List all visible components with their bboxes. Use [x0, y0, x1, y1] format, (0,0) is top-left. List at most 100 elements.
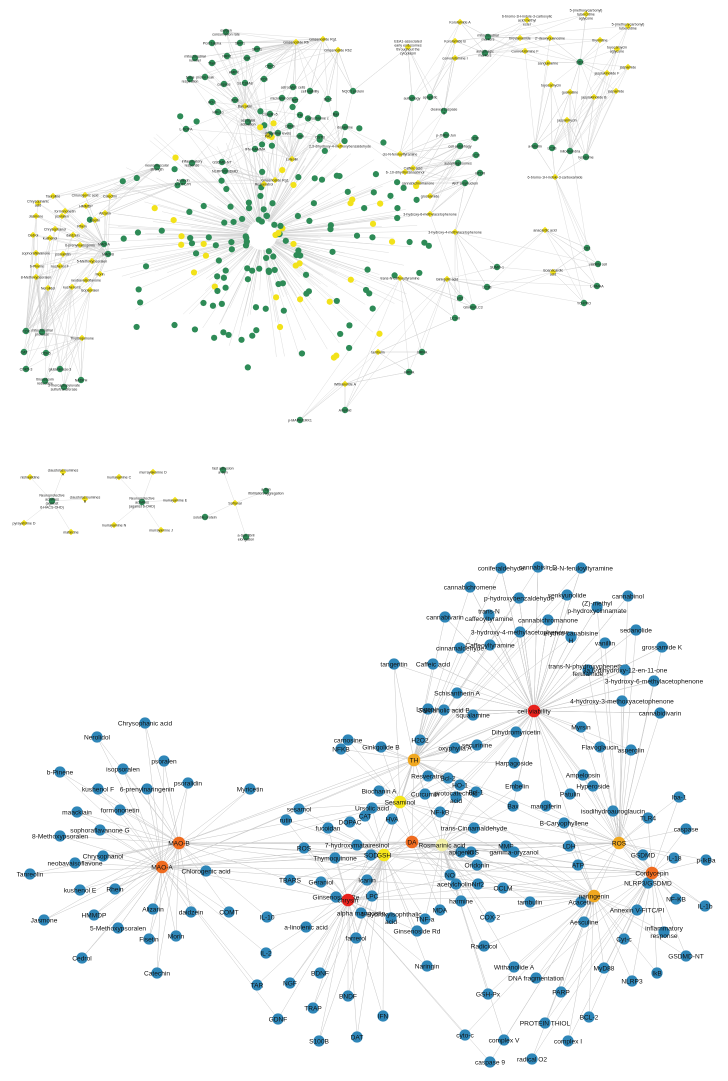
node-trans-cinnamaldehyde: trans-Cinnamaldehyde	[441, 822, 508, 833]
svg-text:NLRP3/GSDMD: NLRP3/GSDMD	[624, 880, 672, 887]
compound-node-ginkgolic-acid: Ginkgolic acid	[436, 276, 458, 283]
target-node	[134, 324, 140, 330]
svg-text:Flavoglaucin: Flavoglaucin	[581, 744, 618, 751]
node-tangeritin: tangeritin	[380, 658, 407, 669]
target-node	[256, 217, 262, 223]
svg-text:DOPAC: DOPAC	[339, 819, 362, 826]
compound-node	[203, 253, 209, 259]
svg-text:HO-1: HO-1	[208, 100, 217, 104]
target-node	[246, 200, 252, 206]
svg-text:CDK5: CDK5	[41, 351, 51, 355]
svg-text:caspase: caspase	[674, 826, 699, 833]
target-node	[261, 206, 267, 212]
target-node	[187, 235, 193, 241]
node-cis-n-feruloyltyramine: cis-N-feruloyltyramine	[549, 562, 613, 573]
svg-text:isodihydroauroglaucin: isodihydroauroglaucin	[581, 808, 645, 815]
svg-text:NRF1: NRF1	[222, 54, 231, 58]
target-node-mrna: mRNA	[404, 369, 415, 375]
svg-text:Hyperoside: Hyperoside	[576, 783, 610, 790]
svg-text:Naringin: Naringin	[415, 963, 440, 970]
compound-node-2-deoxyguanosine: 2'-deoxyguanosine	[535, 35, 565, 42]
target-node	[401, 185, 407, 191]
node-biochanin-a: Biochanin A	[362, 785, 397, 796]
svg-text:Radicicol: Radicicol	[471, 943, 498, 950]
compound-node-5-methoxycarbonyl-tubercidine: 5-(methoxycarbonyl)tubercidine	[612, 22, 645, 30]
svg-text:MAO-B: MAO-B	[102, 252, 114, 256]
target-node	[266, 269, 272, 275]
svg-text:cannabichromene: cannabichromene	[444, 584, 497, 591]
svg-text:cannabichromanone: cannabichromanone	[402, 181, 435, 185]
node-carnosine: carnosine	[334, 734, 363, 745]
svg-text:sesamol: sesamol	[287, 806, 312, 813]
target-node	[192, 326, 198, 332]
svg-text:soluble protein: soluble protein	[193, 515, 216, 519]
compound-node-murrayamine-e: murrayamine E	[163, 497, 188, 504]
svg-text:HVA: HVA	[385, 816, 399, 823]
target-node	[337, 331, 343, 337]
svg-text:viability cell: viability cell	[589, 262, 607, 266]
svg-text:COMT: COMT	[219, 909, 238, 916]
node-il-10: IL-10	[259, 911, 274, 922]
svg-text:Nrf2: Nrf2	[292, 98, 299, 102]
compound-node	[389, 239, 395, 245]
svg-text:LC3-II: LC3-II	[450, 316, 460, 320]
node-withanolide-a: Withanolide A	[494, 961, 535, 972]
svg-text:Curcumin: Curcumin	[411, 791, 440, 798]
node-psoralen: psoralen	[151, 755, 177, 766]
svg-text:8-Methoxypsoralen: 8-Methoxypsoralen	[21, 275, 52, 279]
svg-text:neobavaisoflavone: neobavaisoflavone	[48, 860, 103, 867]
compound-node-luteolin: Luteolin	[286, 156, 299, 163]
node-naringin: Naringin	[415, 960, 440, 971]
svg-text:cannabinol: cannabinol	[612, 593, 644, 600]
node-gsh-px: GSH-Px	[476, 988, 501, 999]
node-nrf2: Nrf2	[472, 878, 485, 889]
svg-text:BDNF: BDNF	[311, 970, 329, 977]
svg-text:3: 3	[443, 111, 445, 115]
svg-text:kushenol F: kushenol F	[82, 786, 114, 793]
target-node	[228, 239, 234, 245]
svg-text:psoralen: psoralen	[151, 758, 177, 765]
node-b-caryophyllene: B-Caryophyllene	[540, 817, 589, 828]
node-myd88: MyD88	[594, 962, 615, 973]
svg-text:kushenol: kushenol	[43, 236, 58, 240]
compound-node	[172, 155, 178, 161]
svg-text:rutin: rutin	[280, 817, 293, 824]
target-node	[295, 174, 301, 180]
svg-text:Isopsoralen: Isopsoralen	[81, 288, 100, 292]
svg-text:daidzein: daidzein	[179, 909, 204, 916]
svg-text:Bcl-2: Bcl-2	[440, 775, 455, 782]
node-senkyunolide: senkyunolide	[548, 589, 587, 600]
target-node-ros: ROS	[260, 76, 268, 82]
node-kushenol-f: kushenol F	[82, 783, 114, 794]
target-node-a-tubulin: a-tubulin	[528, 143, 542, 149]
svg-text:erythro-canabisine: erythro-canabisine	[544, 631, 599, 638]
node-morin: Morin	[168, 930, 185, 941]
svg-text:IL-18: IL-18	[666, 855, 681, 862]
svg-text:murrayamine E: murrayamine E	[163, 498, 188, 502]
svg-text:Korolamide A: Korolamide A	[449, 20, 471, 24]
svg-text:cell autophagy: cell autophagy	[448, 144, 471, 148]
compound-node	[152, 205, 158, 211]
target-node-lc3-ii: LC3-II	[450, 315, 460, 321]
node-6-prenylnaringenin: 6-prenylnaringenin	[120, 783, 175, 794]
svg-text:(Z)-methyl: (Z)-methyl	[582, 601, 613, 608]
svg-text:5-Methoxypsoralen: 5-Methoxypsoralen	[77, 259, 108, 263]
svg-text:PGC1alpha: PGC1alpha	[203, 41, 222, 45]
target-node	[246, 205, 252, 211]
svg-text:Harpagoside: Harpagoside	[495, 760, 533, 767]
target-node-glutaminase-3: glutaminase-3	[49, 366, 72, 372]
target-node-lc3b: LC3B	[483, 284, 493, 290]
svg-text:Patulin: Patulin	[560, 791, 580, 798]
svg-text:ester: ester	[523, 22, 532, 26]
compound-node-anacardic-acid: anacardic acid	[533, 227, 556, 234]
